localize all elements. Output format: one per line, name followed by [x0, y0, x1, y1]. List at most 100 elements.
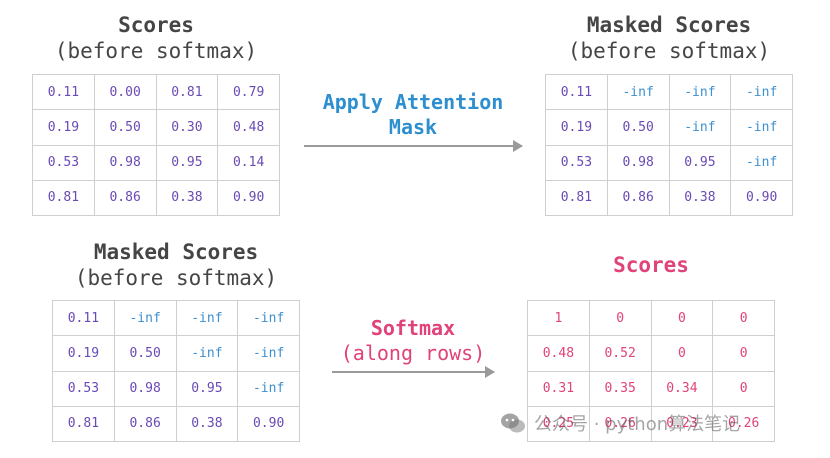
matrix-cell: 0.25: [527, 405, 590, 443]
matrix-cell: -inf: [237, 299, 300, 337]
masked-scores-title-bottom-text: Masked Scores: [93, 240, 259, 264]
apply-mask-line2: Mask: [388, 115, 438, 139]
matrix-cell: 0.38: [155, 179, 219, 217]
wechat-icon: [501, 413, 525, 433]
matrix-cell: 0.31: [527, 370, 590, 407]
matrix-cell: 0.90: [730, 179, 793, 217]
matrix-cell: 0.19: [52, 335, 115, 372]
matrix-cell: 0.81: [545, 179, 608, 217]
apply-mask-line1: Apply Attention: [322, 90, 504, 114]
matrix-cell: -inf: [175, 299, 239, 337]
matrix-cell: 0.11: [32, 73, 95, 111]
matrix-cell: 0.81: [155, 73, 219, 111]
masked-scores-title-top-text: Masked Scores: [586, 13, 752, 37]
matrix-cell: 1: [527, 299, 590, 337]
matrix-cell: -inf: [730, 109, 793, 146]
matrix-cell: 0.50: [606, 109, 670, 146]
softmax-scores-title-text: Scores: [613, 253, 689, 277]
matrix-cell: 0.95: [175, 370, 239, 407]
watermark: 公众号 · python算法笔记: [500, 410, 740, 436]
masked-scores-title-top: Masked Scores (before softmax): [545, 12, 793, 64]
watermark-text: 公众号 · python算法笔记: [534, 414, 741, 435]
scores-title-text: Scores: [118, 13, 194, 37]
matrix-cell: 0.35: [588, 370, 652, 407]
masked-scores-title-bottom: Masked Scores (before softmax): [52, 239, 300, 291]
matrix-cell: 0: [650, 335, 714, 372]
matrix-cell: 0.95: [668, 144, 732, 181]
matrix-cell: -inf: [113, 299, 177, 337]
matrix-cell: 0.81: [52, 405, 115, 443]
softmax-line1: Softmax: [370, 316, 456, 340]
matrix-cell: -inf: [237, 335, 300, 372]
matrix-cell: 0.48: [217, 109, 280, 146]
matrix-cell: 0: [712, 370, 775, 407]
matrix-cell: 0.00: [93, 73, 157, 111]
matrix-cell: -inf: [668, 73, 732, 111]
matrix-cell: 0.50: [93, 109, 157, 146]
matrix-cell: 0.23: [650, 405, 714, 443]
matrix-cell: 0.95: [155, 144, 219, 181]
matrix-cell: 0: [712, 299, 775, 337]
matrix-cell: 0.98: [93, 144, 157, 181]
matrix-cell: 0: [650, 299, 714, 337]
matrix-cell: 0.38: [175, 405, 239, 443]
matrix-cell: 0.52: [588, 335, 652, 372]
matrix-cell: 0.30: [155, 109, 219, 146]
matrix-cell: 0.19: [32, 109, 95, 146]
matrix-cell: -inf: [237, 370, 300, 407]
matrix-cell: 0.53: [52, 370, 115, 407]
softmax-line2: (along rows): [340, 341, 486, 365]
matrix-cell: 0.11: [52, 299, 115, 337]
matrix-cell: 0.19: [545, 109, 608, 146]
matrix-cell: 0.86: [93, 179, 157, 217]
matrix-cell: 0.53: [32, 144, 95, 181]
scores-subtitle-text: (before softmax): [54, 39, 258, 63]
matrix-cell: 0.26: [712, 405, 775, 443]
matrix-cell: 0: [712, 335, 775, 372]
matrix-cell: -inf: [730, 144, 793, 181]
matrix-cell: 0.50: [113, 335, 177, 372]
matrix-cell: -inf: [668, 109, 732, 146]
matrix-cell: 0.90: [217, 179, 280, 217]
matrix-cell: 0.98: [113, 370, 177, 407]
apply-mask-label: Apply Attention Mask: [298, 90, 528, 140]
matrix-cell: -inf: [175, 335, 239, 372]
matrix-cell: 0.11: [545, 73, 608, 111]
softmax-label: Softmax (along rows): [318, 316, 508, 366]
matrix-cell: 0.34: [650, 370, 714, 407]
softmax-scores-title: Scores: [527, 252, 775, 278]
matrix-cell: 0.90: [237, 405, 300, 443]
matrix-cell: 0.48: [527, 335, 590, 372]
matrix-cell: 0.53: [545, 144, 608, 181]
matrix-cell: 0.14: [217, 144, 280, 181]
matrix-cell: 0.86: [113, 405, 177, 443]
masked-scores-subtitle-bottom-text: (before softmax): [74, 266, 278, 290]
masked-scores-subtitle-top-text: (before softmax): [567, 39, 771, 63]
matrix-row: 0.11-inf-inf-inf: [52, 299, 300, 337]
matrix-cell: 0: [588, 299, 652, 337]
matrix-cell: 0.38: [668, 179, 732, 217]
matrix-cell: 0.86: [606, 179, 670, 217]
scores-title: Scores (before softmax): [32, 12, 280, 64]
mask-arrow: [304, 140, 523, 152]
softmax-arrow: [332, 366, 495, 378]
matrix-cell: 0.81: [32, 179, 95, 217]
